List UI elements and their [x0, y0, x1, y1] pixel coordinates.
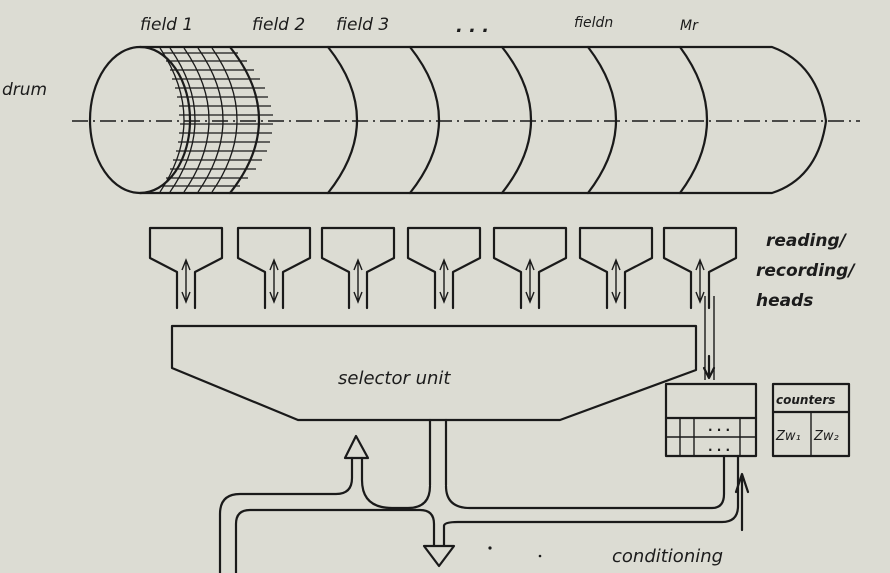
label-field-3: field 3 [336, 15, 389, 35]
head-double-arrow [181, 258, 191, 304]
bus-outer-left [218, 456, 354, 573]
bus-inner-left [234, 508, 436, 573]
head-5 [492, 226, 568, 310]
field-boundary-2 [326, 45, 359, 195]
bus-inner-left-join [360, 456, 432, 510]
label-mr: Mr [680, 18, 699, 34]
drum [88, 45, 828, 195]
field-1-grid [159, 47, 273, 193]
label-zw2: Zw₂ [813, 429, 839, 444]
head-double-arrow [269, 258, 279, 304]
head-6 [578, 226, 654, 310]
head-4 [406, 226, 482, 310]
register-box: . . . . . . [664, 382, 758, 458]
head-funnel [662, 226, 738, 310]
field-boundary-5 [586, 45, 618, 195]
label-field-2: field 2 [252, 15, 305, 35]
label-ellipsis: . . . [456, 16, 489, 37]
head-1 [148, 226, 224, 310]
speck [538, 554, 542, 558]
label-drum: drum [2, 80, 47, 100]
label-zw1: Zw₁ [775, 429, 801, 444]
bus-output-arrowhead [422, 544, 456, 568]
head-funnel [236, 226, 312, 310]
selector-input-arrowhead [343, 434, 370, 460]
svg-text:. . .: . . . [708, 420, 730, 434]
mr-down-arrow [702, 354, 716, 380]
head-funnel [578, 226, 654, 310]
head-funnel [406, 226, 482, 310]
field-boundary-4 [500, 45, 533, 195]
head-funnel [148, 226, 224, 310]
label-field-n: fieldn [574, 15, 613, 31]
drum-outline [138, 45, 828, 195]
label-field-1: field 1 [140, 15, 193, 35]
head-funnel [492, 226, 568, 310]
speck [488, 546, 492, 550]
field-boundary-6 [678, 45, 709, 195]
label-selector-unit: selector unit [338, 368, 451, 389]
head-double-arrow [353, 258, 363, 304]
label-heads-line2: recording/ [756, 261, 856, 281]
label-counters: counters [776, 393, 835, 407]
bus-outer-right [442, 454, 740, 547]
head-double-arrow [695, 258, 705, 304]
drum-end-face [88, 45, 192, 195]
field-boundary-1 [228, 45, 261, 195]
selector-unit [170, 324, 698, 422]
bus-inner-right [444, 454, 726, 510]
head-double-arrow [439, 258, 449, 304]
head-double-arrow [611, 258, 621, 304]
head-7 [662, 226, 738, 310]
head-double-arrow [525, 258, 535, 304]
label-heads-line1: reading/ [766, 231, 848, 251]
head-3 [320, 226, 396, 310]
label-heads-line3: heads [756, 291, 813, 311]
head-funnel [320, 226, 396, 310]
reading-recording-heads [148, 226, 738, 310]
head-2 [236, 226, 312, 310]
counters-box [771, 382, 851, 458]
field-boundary-3 [408, 45, 441, 195]
label-conditioning: conditioning [612, 546, 723, 567]
svg-text:. . .: . . . [708, 440, 730, 454]
